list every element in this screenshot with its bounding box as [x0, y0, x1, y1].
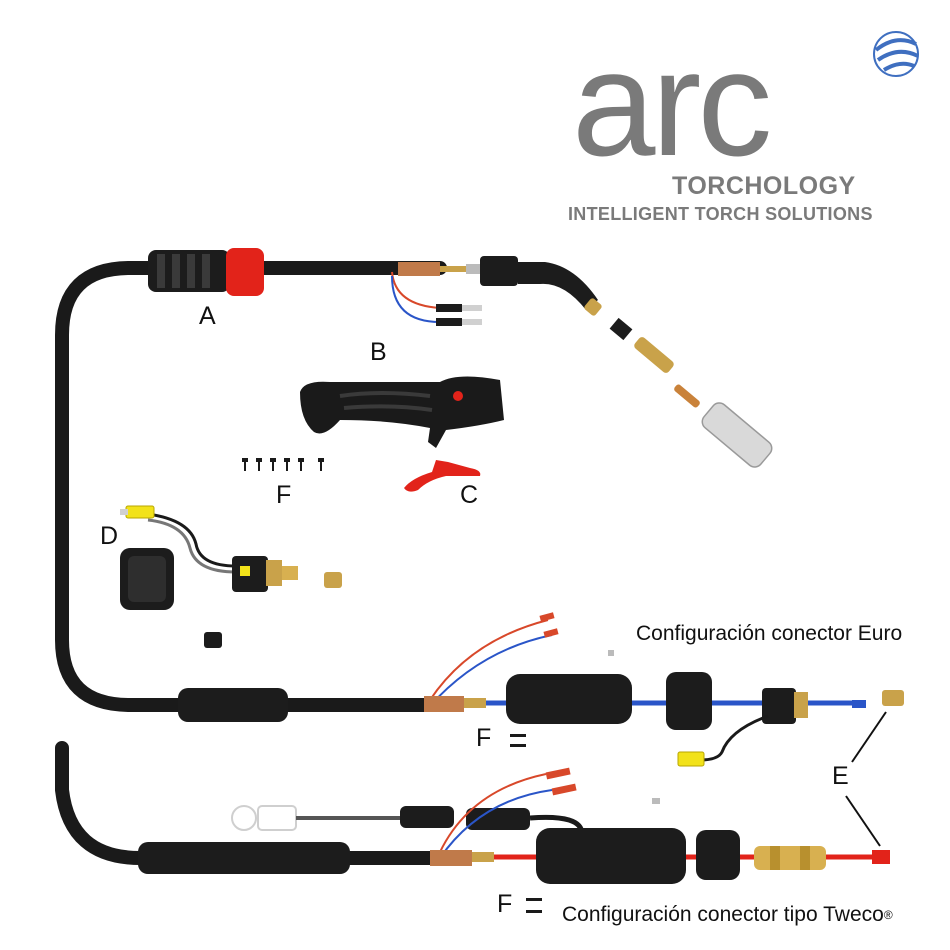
logo-tagline: INTELLIGENT TORCH SOLUTIONS [568, 204, 873, 224]
label-e: E [832, 762, 849, 790]
label-f-tweco: F [497, 890, 513, 918]
torch-neck-assembly [391, 256, 602, 326]
part-e-pointers [845, 711, 887, 847]
part-c-trigger [404, 460, 481, 492]
consumables [609, 317, 773, 468]
caption-euro: Configuración conector Euro [636, 622, 903, 645]
part-b-handle [300, 376, 504, 448]
label-f-top: F [276, 481, 292, 509]
part-f-screws [242, 458, 324, 471]
part-f-euro-screws [510, 734, 526, 747]
label-c: C [460, 481, 479, 509]
tweco-connector-assembly [138, 767, 890, 884]
caption-tweco-wrap: Configuración conector tipo Tweco® [562, 903, 893, 927]
small-spacer [204, 632, 222, 648]
label-d: D [100, 522, 119, 550]
registered-mark: ® [883, 908, 893, 922]
part-f-tweco-screws [526, 898, 542, 913]
logo-globe-icon [873, 31, 919, 77]
logo-torchology: TORCHOLOGY [672, 172, 856, 200]
caption-tweco: Configuración conector tipo Tweco [562, 903, 884, 926]
logo-wordmark: arc [572, 19, 772, 187]
label-a: A [199, 302, 216, 330]
main-cable-euro [55, 261, 447, 712]
part-a-cable-support [148, 248, 264, 296]
part-d-euro-adapter [120, 505, 342, 610]
euro-connector-assembly [178, 612, 904, 767]
label-f-euro: F [476, 724, 492, 752]
main-cable-tweco [55, 741, 447, 865]
label-b: B [370, 338, 387, 366]
